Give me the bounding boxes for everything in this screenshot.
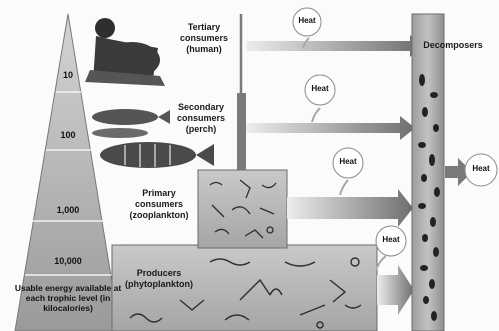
label-producers: Producers (phytoplankton) xyxy=(118,268,200,290)
pyramid-level-secondary: 100 xyxy=(46,130,90,140)
label-secondary-consumers: Secondary consumers (perch) xyxy=(162,102,240,135)
pyramid-level-primary: 1,000 xyxy=(42,205,94,215)
heat-label-decomposers: Heat xyxy=(465,164,497,173)
arrow-primary-to-decomposers xyxy=(287,189,413,227)
heat-label-tertiary: Heat xyxy=(293,16,321,25)
decomposers-column xyxy=(412,14,444,331)
label-decomposers: Decomposers xyxy=(410,40,496,51)
label-primary-consumers: Primary consumers (zooplankton) xyxy=(118,188,200,221)
heat-label-primary: Heat xyxy=(333,157,363,166)
label-tertiary-consumers: Tertiary consumers (human) xyxy=(165,22,243,55)
pyramid-level-tertiary: 10 xyxy=(48,70,88,80)
primary-consumers-box xyxy=(198,170,287,248)
pyramid-level-producers: 10,000 xyxy=(40,256,96,266)
human-illustration xyxy=(85,18,165,86)
arrow-producers-to-decomposers xyxy=(377,265,414,315)
pyramid-caption: Usable energy available at each trophic … xyxy=(14,283,122,313)
heat-label-secondary: Heat xyxy=(305,84,335,93)
heat-label-producers: Heat xyxy=(376,235,406,244)
arrow-tertiary-to-decomposers xyxy=(246,35,422,57)
arrow-secondary-to-decomposers xyxy=(246,116,415,140)
